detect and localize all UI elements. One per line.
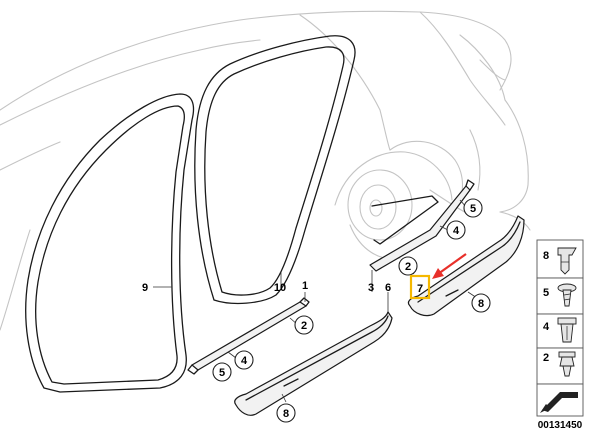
callout-4-front: 4: [234, 350, 254, 370]
svg-text:4: 4: [241, 355, 248, 367]
front-sill-strip: [187, 297, 310, 375]
legend-label-8: 8: [543, 250, 549, 262]
expanding-clip-icon: [557, 317, 577, 343]
callout-2-rear: 2: [398, 256, 418, 276]
svg-text:2: 2: [301, 320, 307, 332]
callout-2-front: 2: [294, 315, 314, 335]
callout-4-rear: 4: [446, 220, 466, 240]
callout-10: 10: [274, 282, 286, 294]
front-entrance-cover: [234, 311, 393, 416]
screw-fastener-icon: [557, 283, 577, 307]
arrow-symbol-icon: [540, 392, 578, 413]
callout-3: 3: [368, 282, 374, 294]
svg-text:8: 8: [478, 298, 484, 310]
legend-label-5: 5: [543, 287, 549, 299]
callout-5-front: 5: [212, 362, 232, 382]
rear-entrance-cover: [407, 215, 525, 317]
front-door-seal: [194, 35, 356, 305]
push-clip-icon: [558, 351, 576, 377]
callout-9: 9: [142, 282, 148, 294]
svg-text:5: 5: [470, 203, 476, 215]
rear-door-seal: [25, 93, 195, 393]
highlight-arrow: [432, 253, 467, 279]
callout-5-rear: 5: [463, 198, 483, 218]
legend-label-2: 2: [543, 352, 549, 364]
svg-text:7: 7: [417, 283, 423, 295]
callout-8-front: 8: [276, 403, 296, 423]
callout-7-highlighted: 7: [409, 274, 431, 300]
clip-fastener-icon: [557, 247, 577, 275]
svg-text:2: 2: [405, 261, 411, 273]
callout-6: 6: [385, 282, 391, 294]
rear-sill-trim: [369, 179, 475, 272]
svg-text:4: 4: [453, 225, 460, 237]
diagram-number: 00131450: [538, 420, 583, 431]
svg-text:5: 5: [219, 367, 225, 379]
svg-text:8: 8: [283, 408, 289, 420]
callout-8-rear: 8: [471, 293, 491, 313]
fastener-legend: 8 5 4 2: [536, 239, 584, 417]
legend-label-4: 4: [543, 321, 550, 333]
callout-1: 1: [302, 280, 308, 292]
